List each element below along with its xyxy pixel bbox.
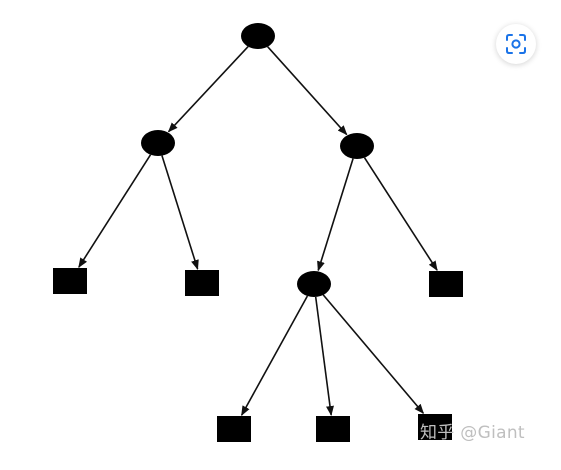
edge-right-child-to-right-right-leaf	[363, 157, 438, 271]
edge-right-left-child-to-bottom-right-leaf	[322, 294, 425, 414]
edge-right-child-to-right-left-child	[317, 158, 354, 272]
node-right-child	[340, 133, 374, 159]
node-bottom-left-leaf	[217, 416, 251, 442]
edge-right-left-child-to-bottom-middle-leaf	[314, 296, 334, 417]
nodes-layer	[53, 23, 463, 442]
node-root	[241, 23, 275, 49]
node-right-left-child	[297, 271, 331, 297]
node-bottom-right-leaf	[418, 414, 452, 440]
image-search-icon	[506, 34, 526, 54]
node-bottom-middle-leaf	[316, 416, 350, 442]
edge-left-child-to-left-left-leaf	[78, 154, 152, 268]
node-left-left-leaf	[53, 268, 87, 294]
node-left-right-leaf	[185, 270, 219, 296]
edge-left-child-to-left-right-leaf	[161, 155, 199, 271]
watermark-text: 知乎 @Giant	[420, 423, 525, 443]
node-left-child	[141, 130, 175, 156]
node-right-right-leaf	[429, 271, 463, 297]
edges-layer	[78, 46, 438, 417]
edge-root-to-right-child	[267, 46, 348, 136]
image-search-button[interactable]	[496, 24, 536, 64]
edge-root-to-left-child	[167, 46, 249, 133]
edge-right-left-child-to-bottom-left-leaf	[240, 295, 309, 416]
